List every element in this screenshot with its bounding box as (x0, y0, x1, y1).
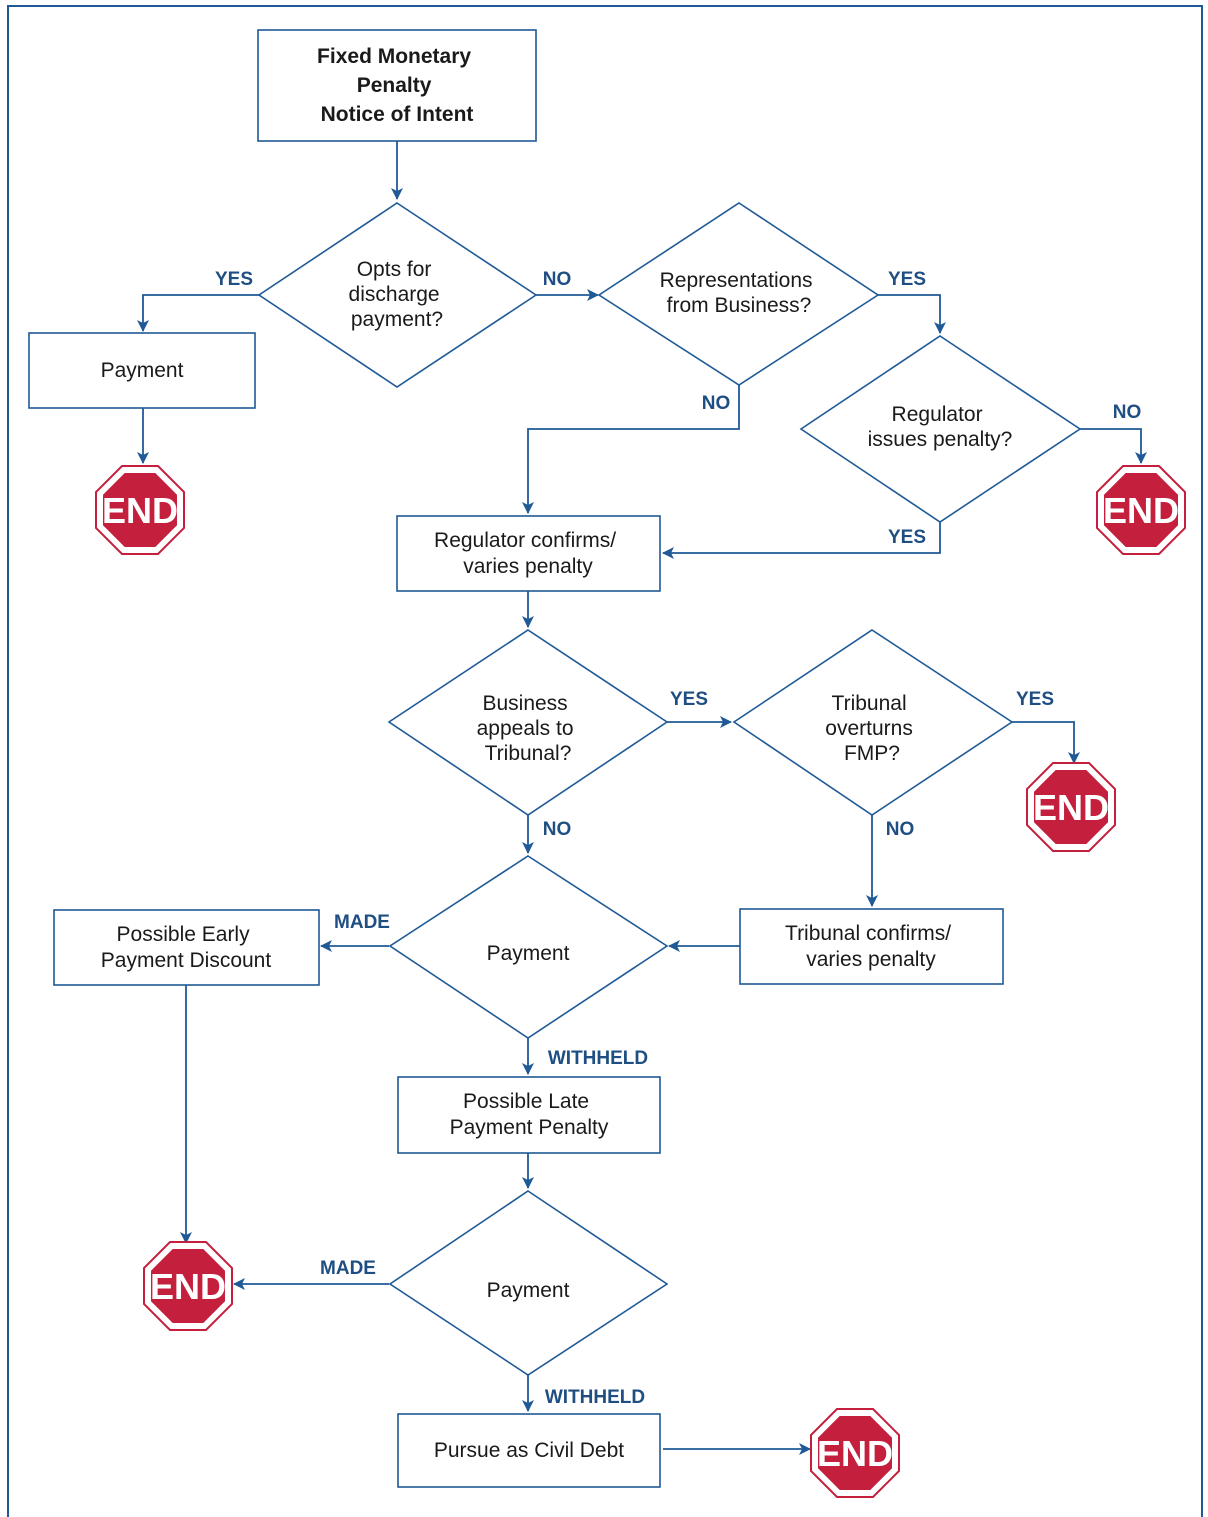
reg-confirms-line-1: Regulator confirms/ (434, 529, 616, 552)
end-label-4: END (150, 1266, 226, 1307)
label-pay2-made: MADE (320, 1258, 376, 1279)
label-opts-yes: YES (215, 269, 253, 290)
early-discount-line-2: Payment Discount (101, 949, 272, 972)
early-discount-box: Possible Early Payment Discount (53, 909, 320, 986)
svg-text:Opts for discharge: Opts for discharge payment? (349, 258, 446, 331)
svg-text:Payment: Payment (487, 1279, 570, 1302)
edge-reg-yes-to-regulator-confirms (662, 522, 941, 559)
opts-line-3: payment? (351, 308, 443, 331)
edge-labels: YES NO YES NO NO YES YES NO YES NO MADE … (215, 269, 1141, 1408)
appeals-line-2: appeals to (477, 717, 574, 740)
payment-box: Payment (28, 332, 256, 409)
label-appeal-yes: YES (670, 689, 708, 710)
civil-debt-line-1: Pursue as Civil Debt (434, 1439, 624, 1462)
opts-discharge-decision: Opts for discharge payment? (257, 202, 538, 388)
opts-line-1: Opts for (357, 258, 432, 281)
civil-debt-box: Pursue as Civil Debt (397, 1413, 661, 1488)
reg-issues-line-2: issues penalty? (868, 428, 1013, 451)
svg-text:Regulator issues penalty: Regulator issues penalty? (868, 403, 1013, 451)
svg-text:Fixed Monetary Penalty: Fixed Monetary Penalty Notice of Intent (317, 45, 477, 126)
payment-decision-1: Payment (388, 855, 669, 1039)
end-label-2: END (1103, 490, 1179, 531)
svg-text:Pursue as Civil Debt: Pursue as Civil Debt (434, 1439, 624, 1462)
regulator-confirms-box: Regulator confirms/ varies penalty (396, 515, 661, 592)
reg-confirms-line-2: varies penalty (463, 555, 593, 578)
trib-confirms-line-2: varies penalty (806, 948, 936, 971)
end-stop-sign-3: END (1026, 762, 1116, 852)
label-opts-no: NO (543, 269, 572, 290)
svg-text:Representations from Bus: Representations from Business? (660, 269, 819, 317)
end-stop-sign-1: END (95, 465, 185, 555)
svg-text:Tribunal confirms/ varie: Tribunal confirms/ varies penalty (785, 922, 957, 971)
edge-repr-yes-to-regulator-issues (878, 294, 946, 334)
label-repr-no: NO (702, 393, 731, 414)
svg-text:Possible Late Payment Pe: Possible Late Payment Penalty (450, 1090, 609, 1139)
appeals-line-3: Tribunal? (485, 742, 572, 765)
late-penalty-line-2: Payment Penalty (450, 1116, 609, 1139)
notice-of-intent-box: Fixed Monetary Penalty Notice of Intent (257, 29, 537, 142)
end-label-3: END (1033, 787, 1109, 828)
edge-opts-yes-to-payment (137, 294, 259, 332)
tribunal-confirms-box: Tribunal confirms/ varies penalty (739, 908, 1004, 985)
payment-box-line-1: Payment (101, 359, 184, 382)
opts-line-2: discharge (349, 283, 440, 306)
late-penalty-line-1: Possible Late (463, 1090, 589, 1113)
overturns-line-1: Tribunal (832, 692, 907, 715)
payment-decision-2: Payment (388, 1190, 669, 1376)
svg-text:Tribunal overturns: Tribunal overturns FMP? (825, 692, 918, 765)
reg-issues-line-1: Regulator (892, 403, 983, 426)
label-pay2-withheld: WITHHELD (545, 1387, 645, 1408)
label-reg-yes: YES (888, 527, 926, 548)
repr-line-2: from Business? (667, 294, 812, 317)
pay1-line-1: Payment (487, 942, 570, 965)
overturns-line-2: overturns (825, 717, 913, 740)
svg-text:Payment: Payment (101, 359, 184, 382)
end-stop-sign-2: END (1096, 465, 1186, 555)
svg-text:Business appeals to: Business appeals to Tribunal? (477, 692, 580, 765)
label-overturn-no: NO (886, 819, 915, 840)
label-pay1-withheld: WITHHELD (548, 1048, 648, 1069)
representations-decision: Representations from Business? (597, 202, 880, 386)
regulator-issues-decision: Regulator issues penalty? (799, 335, 1082, 523)
svg-text:Payment: Payment (487, 942, 570, 965)
label-reg-no: NO (1113, 402, 1142, 423)
trib-confirms-line-1: Tribunal confirms/ (785, 922, 951, 945)
svg-text:Possible Early Payment D: Possible Early Payment Discount (101, 923, 272, 972)
end-label-5: END (817, 1433, 893, 1474)
edge-reg-no-to-end (1080, 428, 1147, 464)
pay2-line-1: Payment (487, 1279, 570, 1302)
label-appeal-no: NO (543, 819, 572, 840)
overturns-line-3: FMP? (844, 742, 900, 765)
end-stop-sign-4: END (143, 1241, 233, 1331)
label-pay1-made: MADE (334, 912, 390, 933)
page-frame (7, 5, 1203, 1517)
label-overturn-yes: YES (1016, 689, 1054, 710)
tribunal-overturns-decision: Tribunal overturns FMP? (732, 629, 1014, 816)
svg-text:Regulator confirms/ vari: Regulator confirms/ varies penalty (434, 529, 622, 578)
business-appeals-decision: Business appeals to Tribunal? (387, 629, 669, 816)
late-penalty-box: Possible Late Payment Penalty (397, 1076, 661, 1154)
appeals-line-1: Business (482, 692, 567, 715)
early-discount-line-1: Possible Early (117, 923, 251, 946)
notice-line-3: Notice of Intent (321, 103, 474, 126)
edge-overturn-yes-to-end (1012, 721, 1080, 764)
edge-repr-no-to-regulator-confirms (522, 385, 740, 514)
notice-line-2: Penalty (357, 74, 432, 97)
edges (137, 141, 1147, 1455)
notice-line-1: Fixed Monetary (317, 45, 471, 68)
end-label-1: END (102, 490, 178, 531)
repr-line-1: Representations (660, 269, 813, 292)
label-repr-yes: YES (888, 269, 926, 290)
end-stop-sign-5: END (810, 1408, 900, 1498)
